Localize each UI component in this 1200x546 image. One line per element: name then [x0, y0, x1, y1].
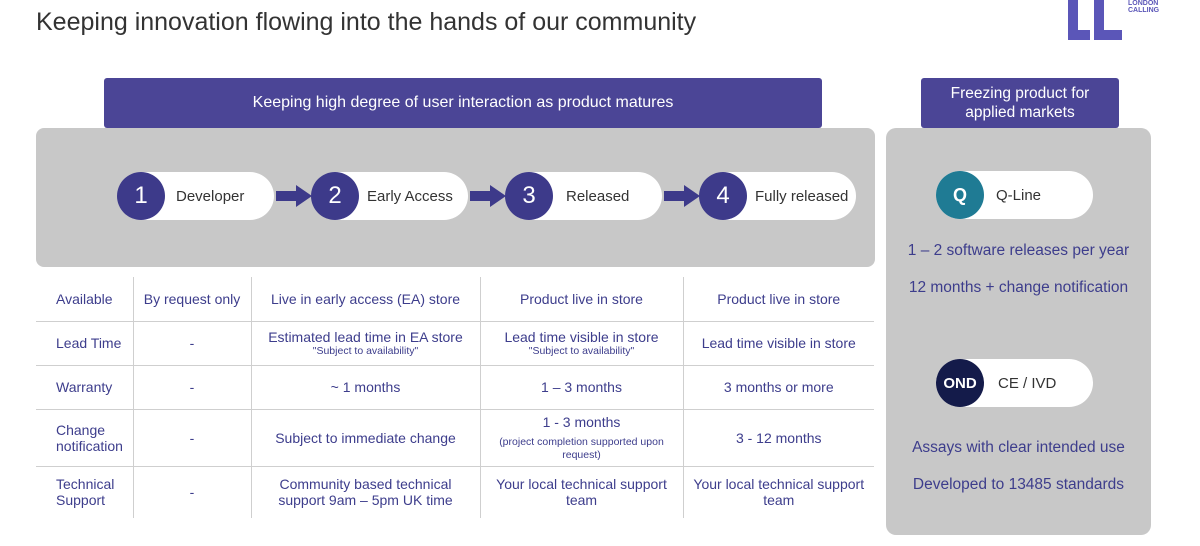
banner-freezing-product: Freezing product for applied markets — [921, 78, 1119, 128]
table-cell: Estimated lead time in EA store "Subject… — [250, 321, 480, 366]
table-cell: 3 months or more — [682, 365, 874, 410]
table-cell: Your local technical support team — [479, 466, 683, 518]
cell-note: "Subject to availability" — [312, 344, 419, 357]
logo-text-line1: LONDON — [1128, 0, 1159, 7]
table-row: Lead Time - Estimated lead time in EA st… — [36, 321, 874, 366]
table-cell: Product live in store — [682, 277, 874, 322]
table-cell: 1 – 3 months — [479, 365, 683, 410]
q-line-badge: Q — [936, 171, 984, 219]
stage-label: Developer — [176, 187, 245, 205]
table-cell: - — [132, 409, 251, 467]
table-row: Technical Support - Community based tech… — [36, 466, 874, 518]
arrow-right-icon — [470, 185, 506, 207]
table-cell: By request only — [132, 277, 251, 322]
table-cell: 3 - 12 months — [682, 409, 874, 467]
row-header: Available — [36, 277, 133, 322]
table-cell: - — [132, 466, 251, 518]
stage-comparison-table: Available By request only Live in early … — [36, 277, 874, 518]
table-cell: Live in early access (EA) store — [250, 277, 480, 322]
stage-number: 4 — [699, 172, 747, 220]
table-cell: ~ 1 months — [250, 365, 480, 410]
q-line-info: 12 months + change notification — [908, 279, 1129, 296]
row-header: Technical Support — [56, 476, 115, 509]
stage-label: Fully released — [755, 187, 849, 205]
arrow-right-icon — [664, 185, 700, 207]
table-cell: Your local technical support team — [682, 466, 874, 518]
table-cell: Subject to immediate change — [250, 409, 480, 467]
table-row: Available By request only Live in early … — [36, 277, 874, 322]
stage-label: Early Access — [367, 187, 453, 205]
page-title: Keeping innovation flowing into the hand… — [36, 8, 697, 36]
cell-note: "Subject to availability" — [528, 344, 635, 357]
ond-line-info: Assays with clear intended use — [912, 439, 1125, 456]
table-cell: 1 - 3 months (project completion support… — [479, 409, 683, 467]
table-cell: Lead time visible in store "Subject to a… — [479, 321, 683, 366]
table-cell: Community based technical support 9am – … — [250, 466, 480, 518]
arrow-right-icon — [276, 185, 312, 207]
ond-line-info: Developed to 13485 standards — [912, 476, 1125, 493]
banner-user-interaction: Keeping high degree of user interaction … — [104, 78, 822, 128]
table-row: Change notification - Subject to immedia… — [36, 409, 874, 467]
stage-number: 1 — [117, 172, 165, 220]
logo-mark-icon — [1068, 0, 1122, 40]
cell-main-text: Estimated lead time in EA store — [268, 328, 463, 345]
company-logo: LONDON CALLING — [1066, 0, 1176, 42]
cell-main-text: Lead time visible in store — [504, 328, 659, 345]
table-cell: - — [132, 365, 251, 410]
stage-number: 3 — [505, 172, 553, 220]
row-header: Lead Time — [36, 321, 133, 366]
q-line-label: Q-Line — [996, 187, 1042, 204]
logo-text: LONDON CALLING — [1128, 0, 1159, 14]
table-cell: Lead time visible in store — [682, 321, 874, 366]
cell-main-text: 1 - 3 months — [542, 413, 621, 430]
table-cell: - — [132, 321, 251, 366]
cell-note: (project completion supported upon reque… — [499, 435, 664, 461]
table-cell: Product live in store — [479, 277, 683, 322]
ond-line-badge: OND — [936, 359, 984, 407]
stage-number: 2 — [311, 172, 359, 220]
q-line-info: 1 – 2 software releases per year — [907, 242, 1130, 259]
stage-label: Released — [566, 187, 630, 205]
logo-text-line2: CALLING — [1128, 7, 1160, 14]
row-header: Change notification — [36, 409, 133, 467]
ond-line-label: CE / IVD — [998, 375, 1057, 392]
table-row: Warranty - ~ 1 months 1 – 3 months 3 mon… — [36, 365, 874, 410]
row-header: Warranty — [36, 365, 133, 410]
